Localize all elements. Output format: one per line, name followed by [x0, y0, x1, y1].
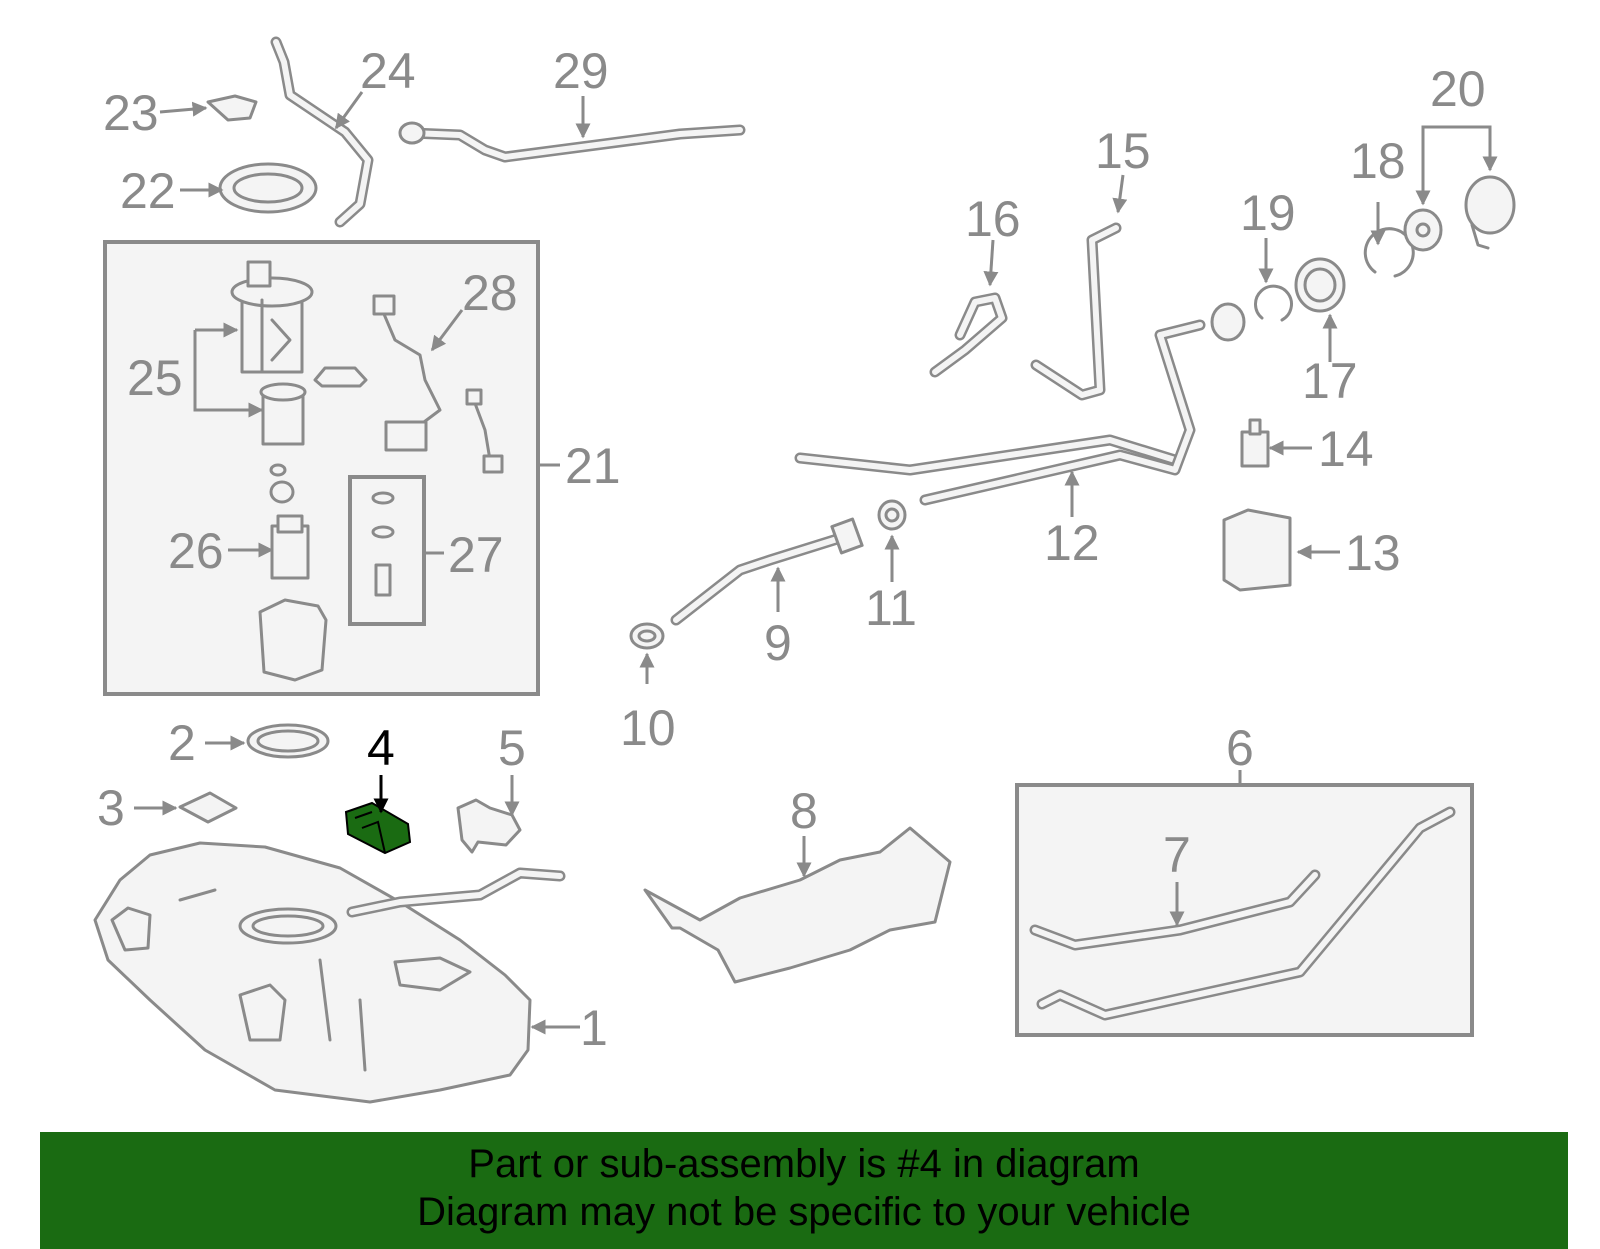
callout-6: 6 — [1226, 720, 1254, 776]
callout-20: 20 — [1430, 61, 1486, 117]
callout-26: 26 — [168, 523, 224, 579]
vent-hose-29-part — [398, 121, 746, 163]
callout-2: 2 — [168, 715, 196, 771]
fuel-sender-wiring-part — [372, 294, 504, 474]
heat-shield-8-part — [643, 826, 952, 984]
clamp-11-part — [877, 499, 907, 531]
lock-ring-22-part — [218, 162, 318, 214]
callout-18: 18 — [1350, 133, 1406, 189]
callout-23: 23 — [103, 85, 159, 141]
callout-8: 8 — [790, 783, 818, 839]
callout-15: 15 — [1095, 123, 1151, 179]
filter-kit-part — [371, 491, 395, 597]
part-4-highlighted — [344, 801, 412, 855]
callout-12: 12 — [1044, 515, 1100, 571]
callout-13: 13 — [1345, 525, 1401, 581]
callout-25: 25 — [127, 350, 183, 406]
hose-16-part — [929, 292, 1008, 378]
callout-4: 4 — [367, 720, 395, 776]
callout-11: 11 — [865, 580, 917, 636]
callout-22: 22 — [120, 163, 176, 219]
callout-14: 14 — [1318, 421, 1374, 477]
retainer-19-part — [1254, 284, 1293, 322]
valve-14-part — [1240, 418, 1270, 468]
filler-pipe-12-part — [794, 302, 1246, 506]
leader-lines — [134, 91, 1498, 1035]
callout-5: 5 — [498, 720, 526, 776]
callout-1: 1 — [580, 1000, 608, 1056]
callout-7: 7 — [1163, 827, 1191, 883]
callout-28: 28 — [462, 265, 518, 321]
seal-3-part — [178, 791, 238, 824]
hose-9-part — [670, 517, 864, 626]
callout-29: 29 — [553, 43, 609, 99]
callout-10: 10 — [620, 700, 676, 756]
fuel-tank-1-part — [93, 841, 566, 1104]
strap-7-part — [1029, 869, 1321, 951]
strap-6-part — [1036, 806, 1456, 1021]
gasket-17-part — [1294, 257, 1346, 313]
callout-labels: 1 2 3 4 5 6 7 8 9 10 11 12 13 14 15 16 1… — [97, 43, 1486, 1056]
callout-21: 21 — [565, 438, 621, 494]
banner-line-part-number: Part or sub-assembly is #4 in diagram — [468, 1142, 1140, 1186]
clamp-10-part — [629, 622, 665, 650]
callout-27: 27 — [448, 527, 504, 583]
shield-13-part — [1222, 508, 1292, 592]
callout-17: 17 — [1302, 353, 1358, 409]
hose-15-part — [1030, 222, 1122, 401]
bracket-23-part — [206, 94, 258, 122]
fuel-pump-module-part — [230, 260, 368, 682]
callout-16: 16 — [965, 191, 1021, 247]
callout-9: 9 — [764, 615, 792, 671]
gasket-2-part — [246, 723, 330, 759]
callout-24: 24 — [360, 43, 416, 99]
ring-18-part — [1363, 227, 1415, 278]
info-banner: Part or sub-assembly is #4 in diagram Di… — [40, 1132, 1568, 1249]
callout-3: 3 — [97, 780, 125, 836]
callout-19: 19 — [1240, 185, 1296, 241]
fuel-cap-20-part — [1403, 175, 1516, 252]
harness-24-part — [270, 36, 374, 228]
banner-line-disclaimer: Diagram may not be specific to your vehi… — [417, 1190, 1191, 1234]
